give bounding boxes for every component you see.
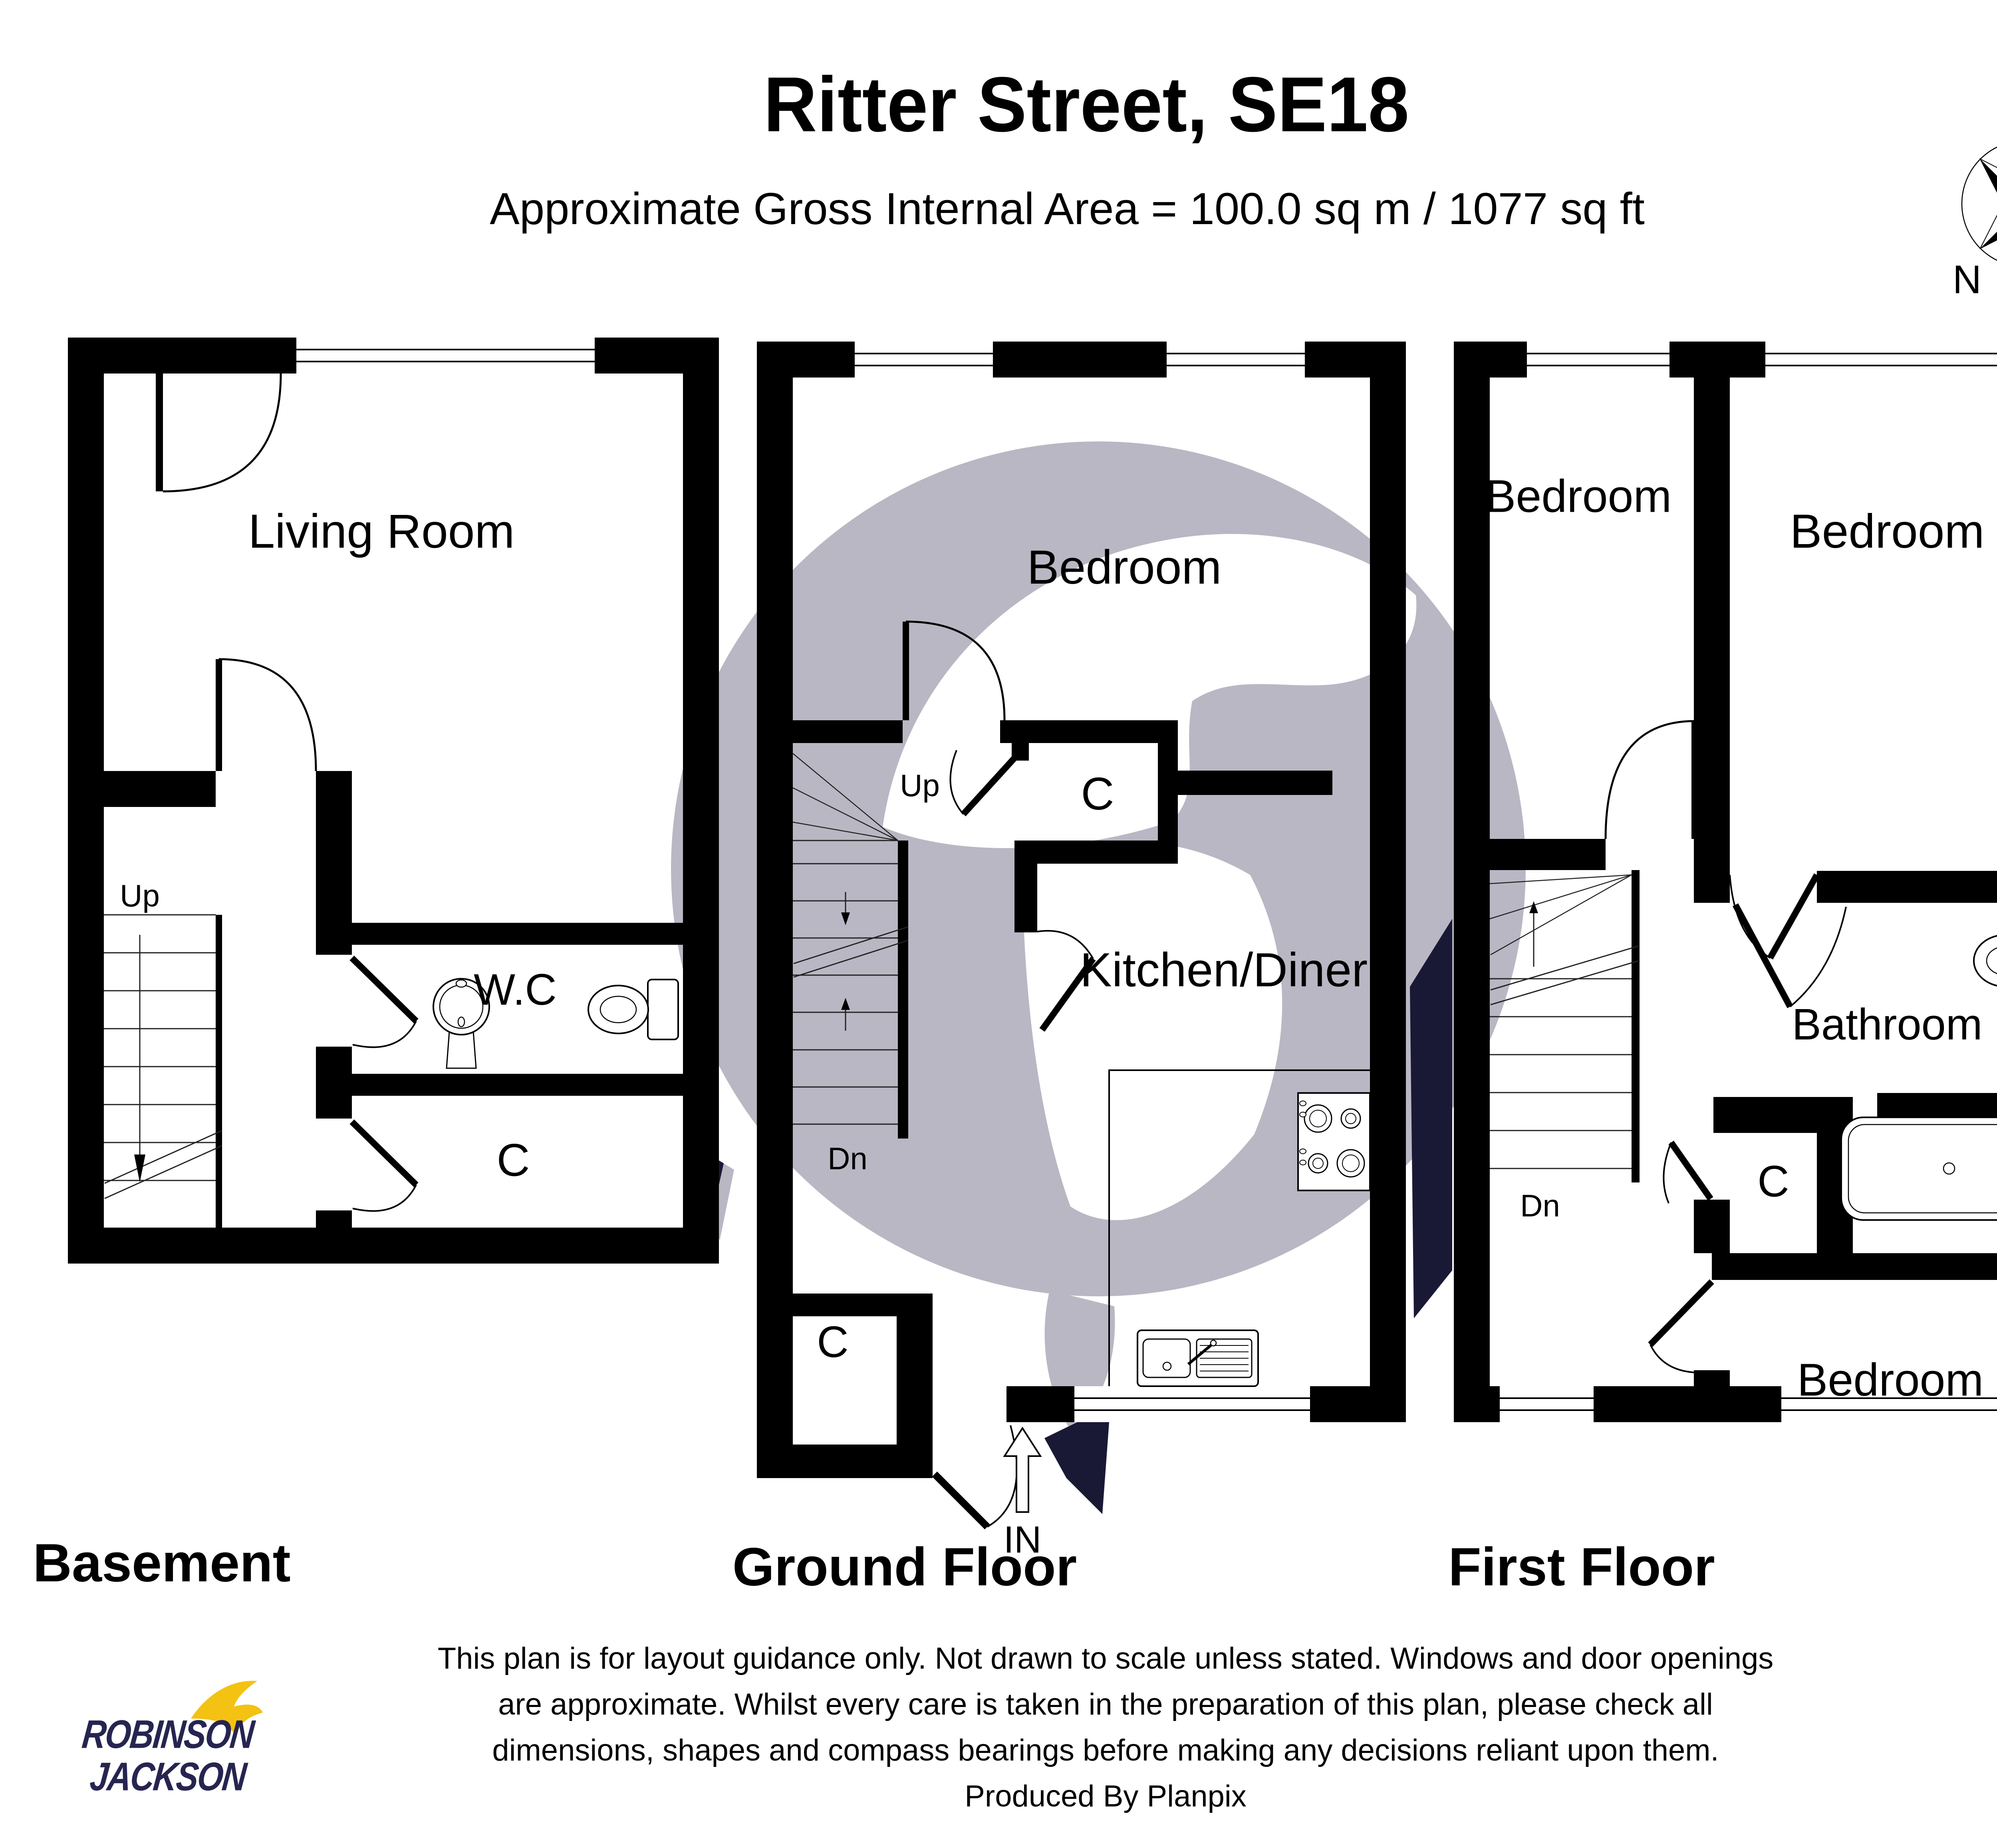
first-stair-up-arrow-icon: [1529, 901, 1538, 913]
basement-doors: [163, 373, 419, 1212]
basement-stair-arrow-icon: [134, 1155, 145, 1182]
room-label-basement-cupboard: C: [496, 1135, 530, 1186]
ground-stair-down-arrow-icon: [841, 912, 850, 925]
ground-windows: [855, 342, 1310, 1422]
logo-text-bottom: JACKSON: [88, 1754, 248, 1799]
ground-stair-up-arrow-icon: [841, 998, 850, 1010]
basement-up-label: Up: [120, 878, 160, 913]
page-subtitle: Approximate Gross Internal Area = 100.0 …: [490, 184, 1645, 234]
first-down-label: Dn: [1520, 1188, 1560, 1223]
room-label-kitchen-diner: Kitchen/Diner: [1080, 943, 1368, 997]
entrance-arrow-icon: [1003, 1427, 1042, 1513]
kitchen-counter: [1108, 1069, 1370, 1386]
page-title: Ritter Street, SE18: [763, 61, 1409, 148]
ground-up-label: Up: [900, 768, 940, 803]
wc-sink-icon: [433, 978, 490, 1069]
logo-text-top: ROBINSON: [80, 1712, 256, 1757]
disclaimer-line-1: This plan is for layout guidance only. N…: [437, 1641, 1774, 1675]
basement-plan: [68, 338, 719, 1264]
ground-floor-plan: [757, 342, 1406, 1530]
basement-stairs: [104, 914, 222, 1199]
disclaimer-line-3: dimensions, shapes and compass bearings …: [492, 1733, 1719, 1767]
floor-label-first: First Floor: [1448, 1536, 1715, 1597]
room-label-first-bedroom-back: Bedroom: [1797, 1354, 1984, 1406]
room-label-porch-cupboard: C: [817, 1317, 849, 1367]
disclaimer-line-4: Produced By Planpix: [965, 1779, 1247, 1813]
room-label-first-bedroom-large: Bedroom: [1790, 505, 1985, 558]
room-label-bathroom: Bathroom: [1792, 1000, 1983, 1049]
room-label-living-room: Living Room: [248, 505, 515, 558]
floor-label-ground: Ground Floor: [732, 1536, 1077, 1597]
ground-down-label: Dn: [828, 1141, 867, 1176]
first-windows: [1500, 342, 1997, 1422]
disclaimer-line-2: are approximate. Whilst every care is ta…: [498, 1687, 1713, 1721]
kitchen-hob-icon: [1297, 1092, 1371, 1191]
first-stairs: [1489, 874, 1639, 1169]
basement-window: [296, 338, 595, 374]
room-label-first-bedroom-front: Bedroom: [1485, 471, 1672, 522]
bathroom-bath-icon: [1840, 1117, 1997, 1221]
logo-bird-icon: [191, 1681, 263, 1735]
planpix-watermark-icon: [671, 441, 1526, 1514]
first-doors: [1604, 720, 1847, 1374]
ground-stairs: [792, 753, 909, 1125]
compass-icon: [1961, 146, 1997, 261]
floor-label-basement: Basement: [33, 1532, 291, 1593]
kitchen-sink-icon: [1137, 1329, 1259, 1387]
first-floor-plan: [1454, 342, 1997, 1422]
room-label-ground-bedroom: Bedroom: [1027, 540, 1222, 594]
bathroom-toilet-icon: [1973, 935, 1997, 987]
wc-toilet-icon: [588, 979, 679, 1040]
room-label-wc: W.C: [474, 965, 557, 1014]
room-label-first-cupboard: C: [1757, 1157, 1789, 1206]
room-label-ground-cupboard: C: [1081, 768, 1114, 820]
entrance-label: IN: [1003, 1518, 1042, 1561]
compass-north-label: N: [1952, 257, 1982, 302]
